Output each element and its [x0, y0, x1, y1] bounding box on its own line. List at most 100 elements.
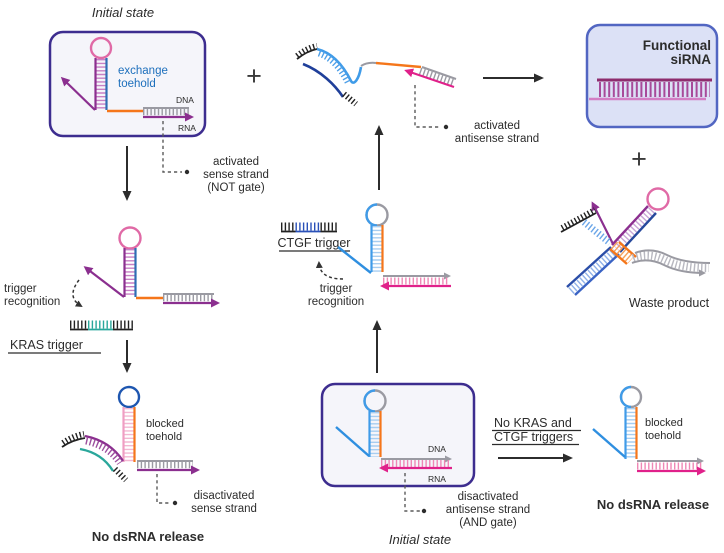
recognition-dashed-arrow — [72, 279, 83, 308]
trigger-recognition-mid-callout: trigger recognition — [308, 261, 364, 308]
disactivated-antisense-line3: (AND gate) — [459, 517, 517, 529]
sense-strand-arrow — [83, 266, 125, 298]
no-triggers-callout: No KRAS and CTGF triggers — [492, 416, 581, 463]
not-gate-initial-state-group: Initial state exchange toehold DNA RNA — [48, 5, 207, 138]
activated-antisense-structure — [295, 43, 457, 107]
hairpin-duplex-rungs — [613, 207, 655, 251]
blocked-toehold-right-line2: toehold — [645, 430, 681, 442]
kras-trigger-curved-rail — [79, 447, 115, 472]
disactivated-sense-line1: disactivated — [194, 490, 255, 502]
blue-toehold-strand — [337, 246, 372, 274]
black-comb-icon — [560, 207, 597, 231]
callout-dashed-line — [156, 474, 171, 504]
callout-dashed-line — [162, 121, 182, 173]
callout-dot-icon — [443, 124, 449, 130]
black-comb-rail — [61, 437, 86, 448]
kras-trigger-label: KRAS trigger — [10, 338, 83, 352]
activated-antisense-line2: antisense strand — [455, 133, 539, 145]
plus-sign-2: + — [631, 144, 647, 174]
exchange-toehold-label-line1: exchange — [118, 65, 168, 77]
dna-label-top: DNA — [176, 95, 194, 105]
no-kras-ctgf-line2: CTGF triggers — [494, 430, 573, 444]
blue-duplex-rungs — [568, 248, 618, 294]
no-dsrna-right-label: No dsRNA release — [597, 497, 709, 512]
trigger-recognition-left-line1: trigger — [4, 283, 37, 295]
blocked-toehold-left-line1: blocked — [146, 418, 184, 430]
sense-strand-arrow — [60, 76, 96, 111]
hairpin-loop-blue-half — [363, 389, 376, 413]
ctgf-trigger-strand: CTGF trigger — [278, 222, 351, 252]
exchange-toehold-label-line2: toehold — [118, 78, 156, 90]
hairpin-loop-icon — [117, 385, 141, 409]
recognition-dashed-arrow — [315, 261, 344, 280]
hairpin-loop-icon — [646, 187, 670, 211]
ctgf-blue-rail — [316, 47, 363, 84]
orange-duplex-rungs — [611, 241, 634, 264]
blue-toehold-strand — [592, 428, 626, 458]
black-comb-icon — [295, 43, 318, 59]
initial-state-top-label: Initial state — [92, 5, 154, 20]
blue-rail-2 — [574, 253, 620, 296]
callout-dashed-line — [404, 473, 420, 512]
navy-rail — [619, 212, 657, 253]
functional-sirna-line1: Functional — [643, 38, 711, 53]
trigger-recognition-left-callout: trigger recognition — [4, 279, 83, 308]
sense-strand-arrow — [591, 201, 614, 245]
blocked-not-gate-structure: blocked toehold — [61, 385, 200, 483]
callout-dot-icon — [184, 169, 190, 175]
functional-sirna-line2: siRNA — [670, 52, 711, 67]
hairpin-loop-icon — [118, 226, 142, 250]
antisense-arrow-rail — [404, 68, 455, 89]
blocked-toehold-left-line2: toehold — [146, 431, 182, 443]
black-comb-rail — [296, 48, 318, 60]
and-gate-initial-state-group: DNA RNA — [320, 382, 476, 488]
black-comb-icon-2 — [342, 91, 358, 107]
gray-rail-bottom-arrow — [631, 259, 706, 277]
activated-antisense-line1: activated — [474, 120, 520, 132]
state-box — [320, 382, 476, 488]
no-kras-ctgf-line1: No KRAS and — [494, 416, 572, 430]
hairpin-loop-icon — [89, 36, 113, 60]
callout-dashed-line — [414, 85, 441, 128]
orange-rail-1 — [609, 248, 628, 265]
functional-sirna-group: Functional siRNA — [585, 23, 719, 129]
waste-product-structure — [560, 187, 711, 296]
black-comb-rail — [560, 212, 597, 233]
hairpin-loop-blue-half — [619, 385, 632, 409]
orange-linker — [375, 61, 422, 69]
activated-sense-label-line1: activated — [213, 156, 259, 168]
disactivated-sense-line2: sense strand — [191, 503, 257, 515]
black-comb-icon — [61, 431, 85, 446]
navy-rail — [302, 62, 345, 98]
kras-recognition-structure — [83, 226, 220, 308]
disactivated-antisense-line2: antisense strand — [446, 504, 530, 516]
rna-label-top: RNA — [178, 123, 196, 133]
trigger-recognition-mid-line1: trigger — [320, 283, 353, 295]
blue-rail-1 — [566, 246, 612, 288]
initial-state-bottom-label: Initial state — [389, 532, 451, 547]
ctgf-trigger-label: CTGF trigger — [278, 236, 351, 250]
dna-rail — [421, 66, 457, 80]
callout-dot-icon — [172, 500, 178, 506]
activated-sense-label-line3: (NOT gate) — [207, 182, 264, 194]
hairpin-loop-blue-half — [365, 203, 378, 227]
blue-toehold-strand — [335, 426, 370, 457]
disactivated-sense-callout: disactivated sense strand — [156, 474, 257, 515]
duplex-rungs — [418, 67, 456, 87]
activated-antisense-callout: activated antisense strand — [414, 85, 539, 145]
disactivated-antisense-callout: disactivated antisense strand (AND gate) — [404, 473, 530, 529]
trigger-recognition-mid-line2: recognition — [308, 296, 364, 308]
rna-label-bottom: RNA — [428, 474, 446, 484]
gray-linker — [360, 61, 377, 67]
curved-duplex-rungs — [85, 437, 123, 466]
no-dsrna-left-label: No dsRNA release — [92, 529, 204, 544]
black-comb-icon-2 — [112, 466, 129, 483]
disactivated-antisense-line1: disactivated — [458, 491, 519, 503]
activated-sense-callout: activated sense strand (NOT gate) — [162, 121, 269, 194]
sense-curved-rail — [84, 434, 125, 462]
plus-sign-1: + — [246, 61, 262, 91]
waste-product-label: Waste product — [629, 296, 710, 310]
dna-label-bottom: DNA — [428, 444, 446, 454]
trigger-recognition-left-line2: recognition — [4, 296, 60, 308]
